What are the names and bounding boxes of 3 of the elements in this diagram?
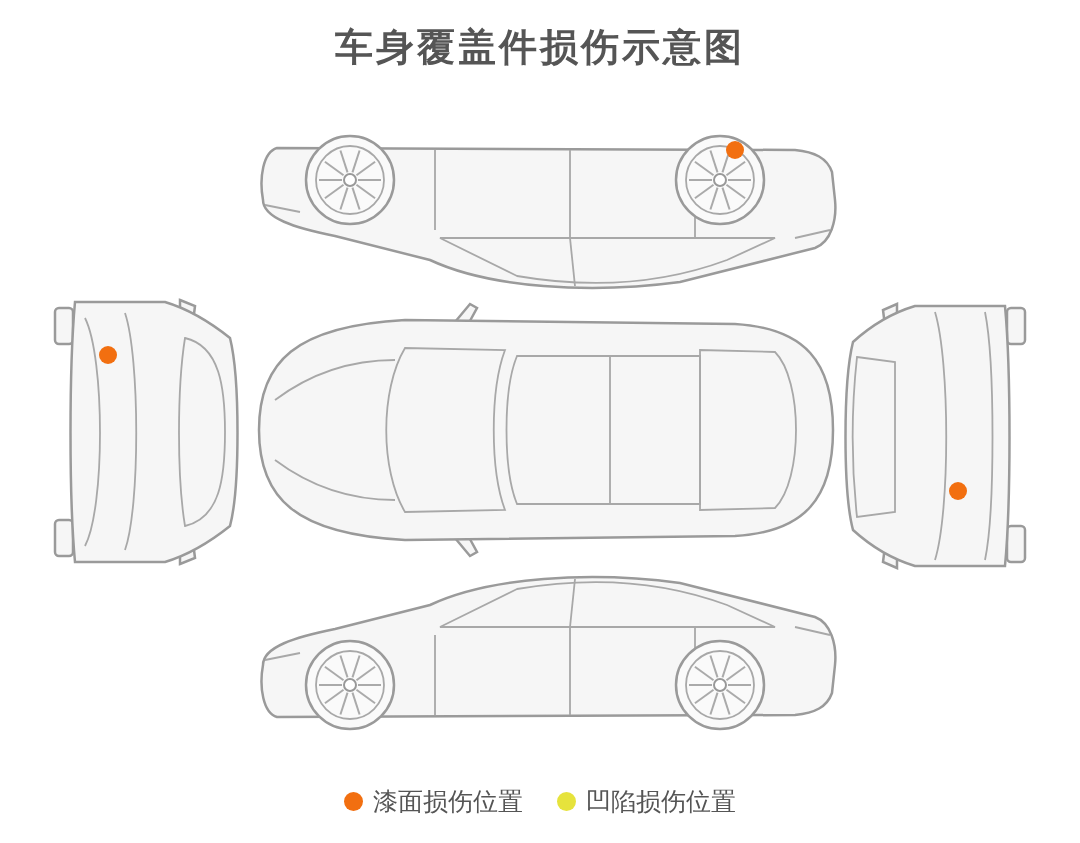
legend-label: 漆面损伤位置 [373, 786, 523, 818]
legend-label: 凹陷损伤位置 [586, 786, 736, 818]
diagram-title: 车身覆盖件损伤示意图 [334, 24, 746, 71]
